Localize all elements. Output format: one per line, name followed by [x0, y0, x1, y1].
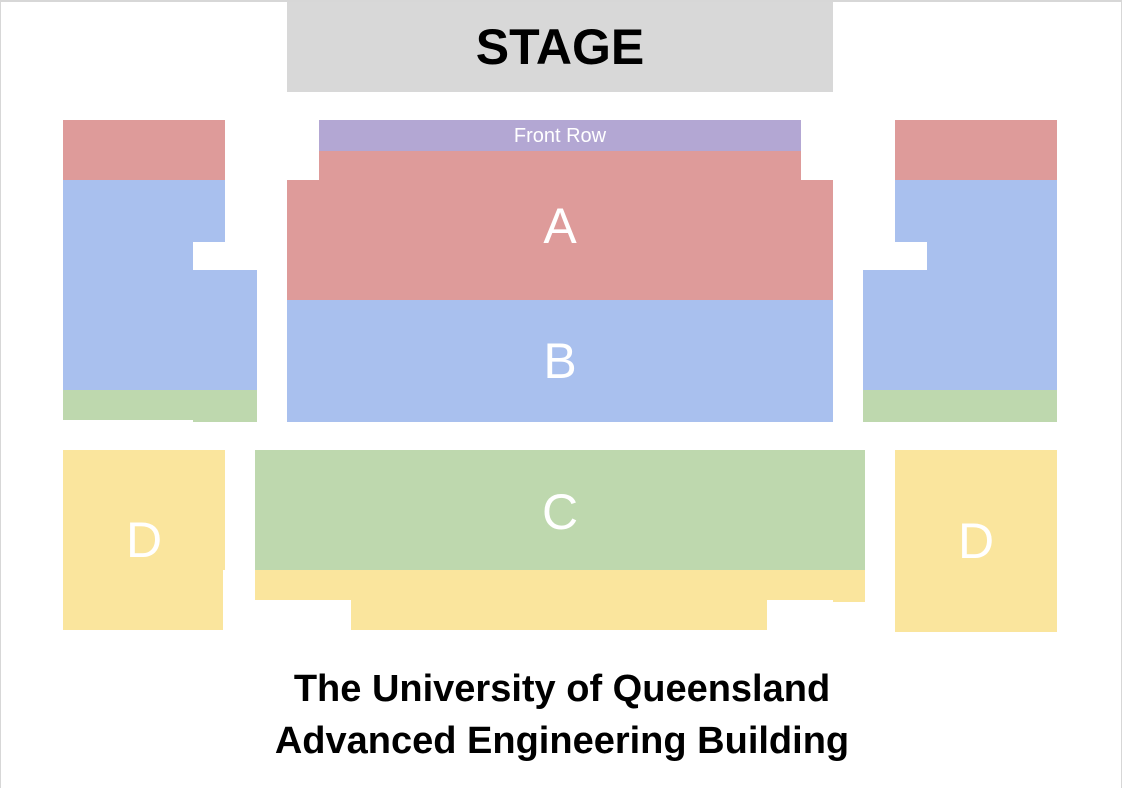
- left-wing-section-c-row[interactable]: [63, 390, 257, 420]
- section-front-row[interactable]: [319, 120, 801, 152]
- venue-name-line-2: Advanced Engineering Building: [274, 720, 850, 762]
- section-d-left-lower[interactable]: [63, 570, 223, 630]
- left-wing-section-b-upper[interactable]: [63, 180, 225, 242]
- right-wing-section-a[interactable]: [895, 120, 1057, 180]
- section-c[interactable]: [255, 450, 865, 570]
- section-d-center-row[interactable]: [255, 570, 865, 600]
- section-front-row-label: Front Row: [513, 124, 607, 147]
- stage: STAGE: [287, 2, 833, 92]
- right-wing-section-c-row[interactable]: [863, 390, 1057, 422]
- left-wing-section-b-lower[interactable]: [63, 270, 257, 390]
- section-d-center-back[interactable]: [351, 600, 767, 630]
- venue-name-line-1: The University of Queensland: [293, 668, 831, 710]
- section-a-top[interactable]: [319, 151, 801, 181]
- right-wing-section-b-middle[interactable]: [927, 242, 1057, 270]
- left-wing-section-b-middle[interactable]: [63, 242, 193, 270]
- section-d-left[interactable]: [63, 450, 225, 570]
- right-wing-section-b-upper[interactable]: [895, 180, 1057, 242]
- section-a[interactable]: [287, 180, 833, 300]
- stage-label: STAGE: [475, 19, 645, 75]
- section-b[interactable]: [287, 300, 833, 422]
- section-d-center-row-right-tail[interactable]: [833, 600, 865, 602]
- right-wing-section-b-lower[interactable]: [863, 270, 1057, 390]
- left-wing-section-c-row-tail[interactable]: [193, 420, 257, 422]
- section-d-right[interactable]: [895, 450, 1057, 632]
- left-wing-section-a[interactable]: [63, 120, 225, 180]
